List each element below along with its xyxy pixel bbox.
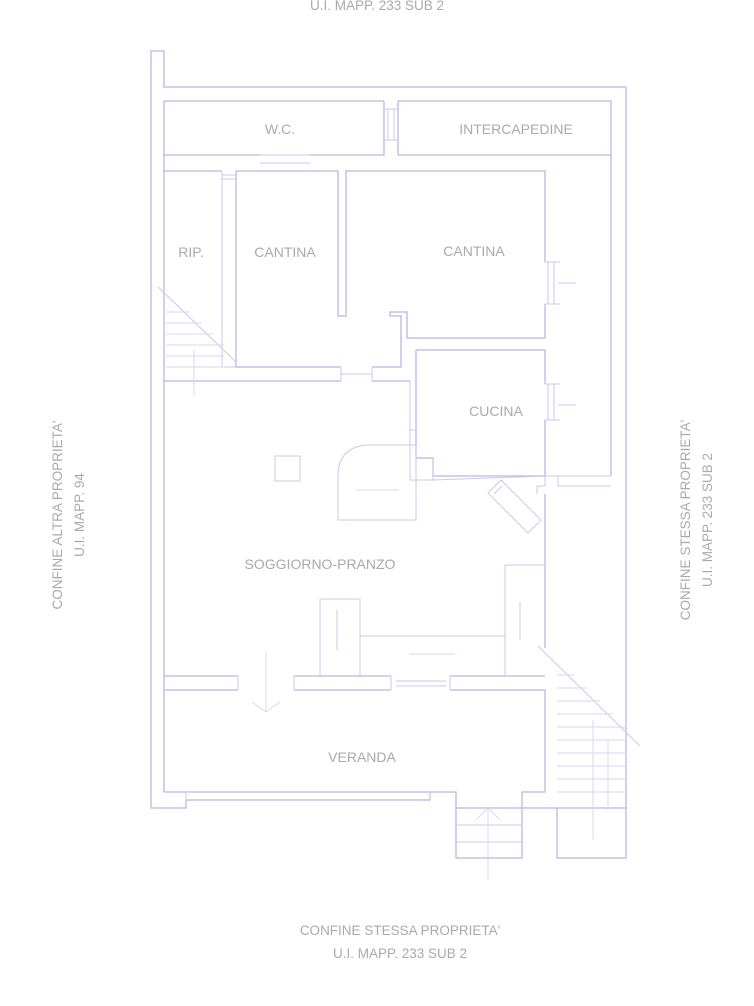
room-label-soggiorno: SOGGIORNO-PRANZO [245,556,396,572]
entrance-steps [456,807,522,880]
room-label-cucina: CUCINA [469,403,523,419]
left-boundary-line2: U.I. MAPP. 94 [72,473,87,557]
bottom-boundary-line1: CONFINE STESSA PROPRIETA' [300,923,500,938]
room-label-cantina-left: CANTINA [254,244,316,260]
soggiorno-fixtures [274,444,546,676]
room-label-veranda: VERANDA [328,749,396,765]
right-boundary-label: CONFINE STESSA PROPRIETA' U.I. MAPP. 233… [678,420,715,620]
veranda-walls [164,652,546,859]
left-boundary-label: CONFINE ALTRA PROPRIETA' U.I. MAPP. 94 [50,421,87,610]
cucina-walls [409,349,611,494]
top-boundary-label: U.I. MAPP. 233 SUB 2 [310,0,444,13]
room-label-intercapedine: INTERCAPEDINE [459,121,573,137]
external-stair [537,645,641,840]
left-boundary-line1: CONFINE ALTRA PROPRIETA' [50,421,65,610]
rip-stair [157,286,237,395]
room-label-cantina-right: CANTINA [443,243,505,259]
room-label-rip: RIP. [178,244,203,260]
cantina-walls [164,170,576,382]
bottom-boundary-line2: U.I. MAPP. 233 SUB 2 [333,946,467,961]
right-boundary-line2: U.I. MAPP. 233 SUB 2 [700,453,715,587]
room-label-wc: W.C. [265,121,295,137]
right-boundary-line1: CONFINE STESSA PROPRIETA' [678,420,693,620]
upper-service-walls [164,101,611,172]
